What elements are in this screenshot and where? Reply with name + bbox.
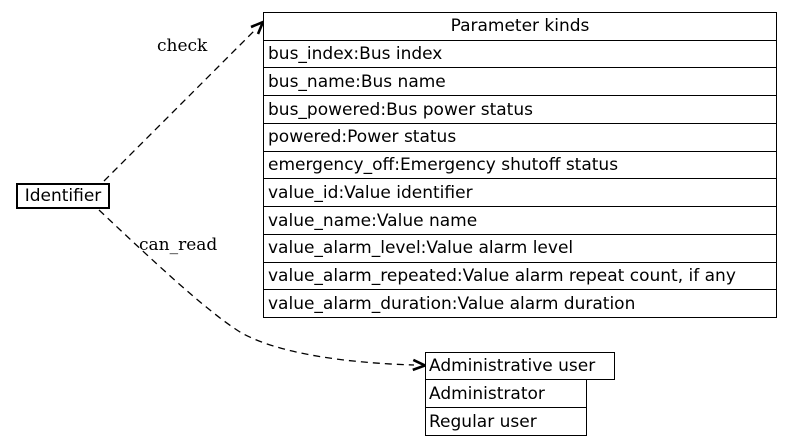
- admin-user-table: Administrator Regular user: [425, 379, 587, 436]
- admin-row-administrator: Administrator: [429, 383, 545, 404]
- edge-can-read-arrowhead-icon: [412, 358, 429, 372]
- parameter-row-bus-name: bus_name:Bus name: [264, 67, 776, 95]
- admin-user-table-title: Administrative user: [425, 352, 615, 380]
- parameter-kinds-title: Parameter kinds: [450, 16, 590, 37]
- admin-row-regular-user: Regular user: [426, 407, 586, 435]
- parameter-kinds-table: Parameter kinds bus_index:Bus index bus_…: [263, 12, 777, 318]
- parameter-row-value-alarm-level: value_alarm_level:Value alarm level: [264, 233, 776, 262]
- parameter-row-bus-powered: bus_powered:Bus power status: [264, 95, 776, 123]
- edge-label-check: check: [157, 36, 208, 56]
- parameter-row-value-id: value_id:Value identifier: [264, 178, 776, 206]
- edge-label-can-read: can_read: [139, 235, 218, 255]
- edge-check-arrowhead-icon: [250, 19, 266, 35]
- parameter-row-bus-index: bus_index:Bus index: [264, 39, 776, 68]
- node-identifier-label: Identifier: [24, 186, 102, 206]
- parameter-row-emergency-off: emergency_off:Emergency shutoff status: [264, 150, 776, 179]
- parameter-row-powered: powered:Power status: [264, 122, 776, 151]
- parameter-row-value-name: value_name:Value name: [264, 206, 776, 234]
- node-identifier: Identifier: [16, 183, 110, 209]
- parameter-row-value-alarm-repeated: value_alarm_repeated:Value alarm repeat …: [264, 261, 776, 290]
- parameter-row-value-alarm-duration: value_alarm_duration:Value alarm duratio…: [264, 289, 776, 317]
